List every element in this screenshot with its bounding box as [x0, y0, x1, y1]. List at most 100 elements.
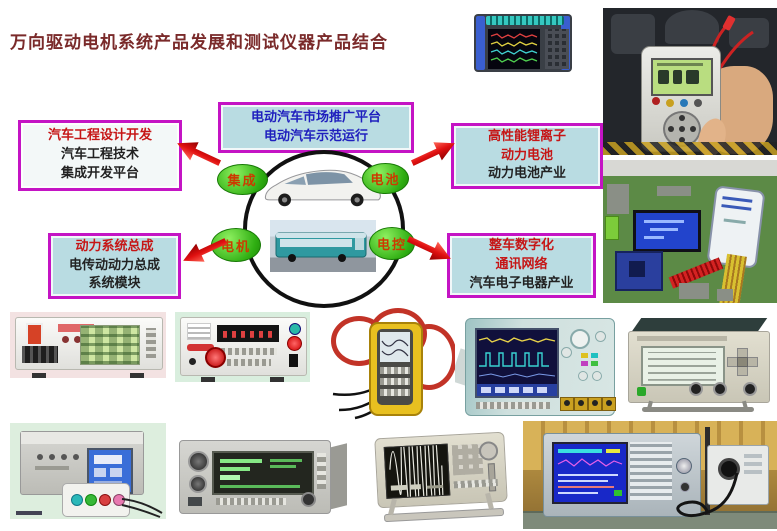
photo-oscilloscope — [455, 310, 617, 422]
engineering-line3: 集成开发平台 — [60, 165, 139, 181]
terminal-block — [22, 346, 58, 363]
analyzer-screen — [380, 332, 410, 362]
scope-knob — [561, 347, 572, 358]
machinery-shape — [665, 10, 719, 44]
cycler-body — [179, 440, 331, 514]
photo-circuit-board — [603, 160, 777, 303]
impulse-body — [374, 425, 508, 527]
button-row — [227, 359, 271, 366]
side-buttons — [317, 453, 326, 489]
arrow-to-powertrain-icon — [183, 238, 228, 262]
side-buttons — [146, 328, 156, 358]
bnc-input — [588, 397, 602, 411]
photo-hipot-tester — [175, 312, 310, 382]
photo-frequency-standard — [620, 313, 775, 421]
tester-button — [694, 99, 702, 107]
recorder-side — [476, 16, 485, 70]
battery-line1: 高性能锂离子 — [487, 128, 566, 144]
analyzer-screen — [552, 442, 628, 504]
tester-lcd — [651, 58, 713, 96]
platform-line1: 电动汽车市场推广平台 — [250, 109, 381, 125]
photo-battery-test-system — [10, 423, 166, 519]
foot — [130, 373, 144, 378]
engineering-box: 汽车工程设计开发 汽车工程技术 集成开发平台 — [18, 120, 182, 191]
dial-dot — [679, 137, 685, 143]
foot — [201, 377, 215, 382]
socket — [718, 458, 740, 480]
pcb-terminal — [605, 216, 619, 240]
button — [74, 336, 81, 343]
screen-window — [94, 468, 106, 477]
arrow-keypad — [727, 348, 758, 376]
spectrum-analyzer — [543, 433, 701, 517]
vehicle-line3: 汽车电子电器产业 — [469, 275, 574, 291]
recorder-connectors — [486, 16, 564, 25]
pcb-lcd — [633, 210, 701, 252]
powertrain-line3: 系统模块 — [88, 276, 141, 292]
pcb-header — [657, 186, 691, 196]
tester-button — [666, 99, 674, 107]
bnc-output — [743, 382, 757, 396]
powertrain-line1: 动力系统总成 — [75, 238, 154, 254]
teal-button — [71, 494, 83, 506]
impulse-screen — [383, 425, 451, 527]
node-integration-label: 集成 — [227, 174, 258, 189]
power-switch — [188, 497, 202, 506]
dial-dot — [679, 115, 685, 121]
hipot-body — [180, 317, 307, 376]
lcd-text-line — [644, 236, 664, 239]
vehicle-box: 整车数字化 通讯网络 汽车电子电器产业 — [447, 233, 596, 298]
counter-body — [628, 331, 770, 403]
chip-core — [629, 261, 645, 277]
dial-center — [679, 126, 685, 132]
arrow-to-battery-icon — [410, 142, 455, 166]
key-row — [380, 367, 410, 374]
vehicle-line1: 整车数字化 — [488, 238, 554, 254]
analyzer-keys — [630, 442, 672, 500]
vent-dot — [73, 454, 79, 460]
platform-line2: 电动汽车示范运行 — [263, 128, 368, 144]
photo-battery-cycler — [173, 430, 355, 522]
pcb-chip-grey — [679, 283, 709, 299]
black-cable — [676, 472, 739, 518]
power-button — [637, 387, 646, 396]
ch2-button — [591, 353, 598, 358]
foot — [270, 377, 284, 382]
node-battery: 电池 — [362, 163, 409, 194]
module-stripe — [721, 204, 752, 211]
vent — [744, 454, 762, 458]
screen-window — [94, 455, 122, 464]
photo-impulse-tester — [368, 425, 514, 527]
blue-chip — [615, 251, 663, 291]
bnc-output — [689, 382, 703, 396]
analyzer-face — [377, 329, 413, 405]
slot — [35, 466, 69, 470]
white-instrument — [707, 445, 769, 505]
car-image — [264, 169, 381, 207]
top-face — [21, 432, 143, 444]
vent-dot — [61, 454, 67, 460]
red-label — [58, 324, 94, 332]
arrow-to-engineering-icon — [177, 142, 222, 166]
power-switch — [289, 354, 298, 367]
slider — [487, 463, 497, 492]
photo-handheld-battery-tester — [603, 8, 777, 155]
green-lcd — [80, 325, 140, 365]
pcb-chip-grey — [717, 289, 733, 301]
green-button — [85, 494, 97, 506]
analyzer-body — [369, 322, 423, 416]
vehicle-line2: 通讯网络 — [495, 257, 548, 273]
analyzer-input — [680, 482, 690, 492]
button-row — [221, 348, 277, 355]
button — [62, 336, 69, 343]
jack — [189, 358, 196, 365]
cable-tray — [603, 160, 777, 176]
module-stripe — [722, 196, 753, 203]
battery-box: 高性能锂离子 动力电池 动力电池产业 — [451, 123, 603, 189]
vent-dot — [37, 454, 43, 460]
green-button — [289, 323, 301, 335]
down-key — [737, 366, 748, 376]
pcb-connector — [607, 184, 629, 214]
lcd-display — [641, 346, 725, 386]
